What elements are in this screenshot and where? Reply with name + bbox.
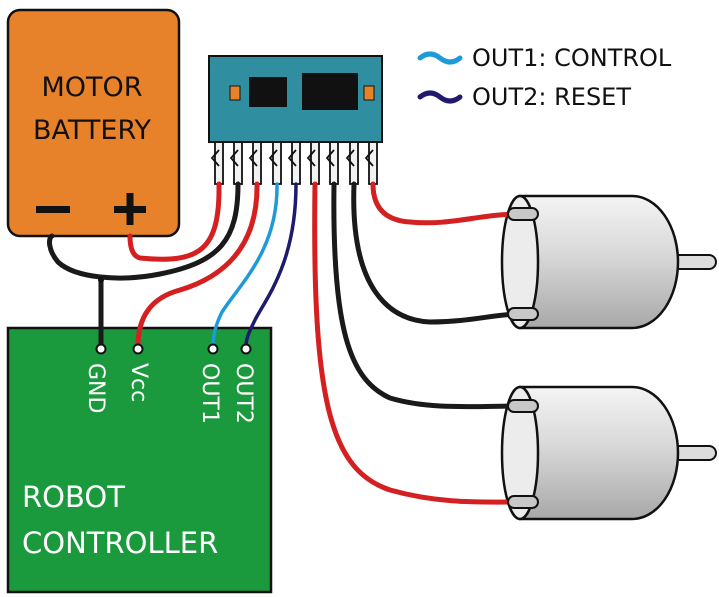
- chip-heatsink-left: [249, 77, 287, 107]
- controller-pins: [95, 343, 252, 355]
- battery-plus-symbol: [114, 193, 146, 225]
- robot-controller: ROBOT CONTROLLER GND Vcc OUT1 OUT2: [6, 326, 273, 594]
- wire-out1-control: [211, 182, 279, 348]
- pin-label-vcc: Vcc: [126, 363, 151, 402]
- ground-junction: [98, 277, 104, 283]
- motor-terminals: [507, 207, 539, 509]
- wire-battery-negative: [47, 181, 241, 281]
- wire-battery-positive: [127, 181, 222, 262]
- legend-out1-label: OUT1: CONTROL: [472, 44, 672, 72]
- legend: OUT1: CONTROL OUT2: RESET: [417, 44, 672, 111]
- wire-motor-top-red: [370, 181, 523, 226]
- chip-marker-right: [363, 85, 375, 101]
- pin-label-gnd: GND: [83, 363, 108, 413]
- pin-dot-gnd: [95, 343, 107, 355]
- battery-minus-symbol: [36, 206, 70, 213]
- wire-motor-bottom-red: [312, 181, 523, 505]
- legend-out2-label: OUT2: RESET: [472, 83, 631, 111]
- chip-pins: [210, 135, 378, 185]
- wire-out2-reset: [244, 182, 298, 348]
- motor-top-terminal-2: [507, 307, 539, 321]
- motor-bottom: [500, 385, 717, 521]
- chip-heatsink-right: [302, 73, 358, 110]
- motor-battery: MOTOR BATTERY: [6, 8, 181, 238]
- wire-motor-bottom-black: [331, 181, 523, 410]
- motor-top-body: [518, 194, 680, 330]
- battery-label-line1: MOTOR: [41, 72, 142, 103]
- motor-driver-chip: [208, 55, 383, 185]
- pin-dot-out1: [207, 343, 219, 355]
- pin-dot-out2: [240, 343, 252, 355]
- battery-label-line2: BATTERY: [33, 115, 152, 146]
- motor-bottom-face: [500, 385, 540, 521]
- battery-body: [6, 8, 181, 238]
- motor-bottom-body: [518, 385, 680, 521]
- controller-label-line1: ROBOT: [22, 480, 125, 514]
- legend-out2-swatch: [417, 90, 463, 104]
- motor-top: [500, 194, 717, 330]
- motor-top-face: [500, 194, 540, 330]
- motor-top-terminal-1: [507, 207, 539, 221]
- pin-dot-vcc: [132, 343, 144, 355]
- legend-out1-swatch: [417, 51, 463, 65]
- controller-board: [6, 326, 273, 594]
- motor-bottom-terminal-1: [507, 399, 539, 413]
- wire-vcc: [135, 181, 260, 349]
- controller-label-line2: CONTROLLER: [22, 526, 218, 560]
- pin-label-out1: OUT1: [197, 363, 222, 424]
- pin-label-out2: OUT2: [231, 363, 256, 424]
- wire-motor-top-black: [351, 181, 523, 325]
- motor-bottom-terminal-2: [507, 495, 539, 509]
- chip-marker-left: [229, 85, 241, 101]
